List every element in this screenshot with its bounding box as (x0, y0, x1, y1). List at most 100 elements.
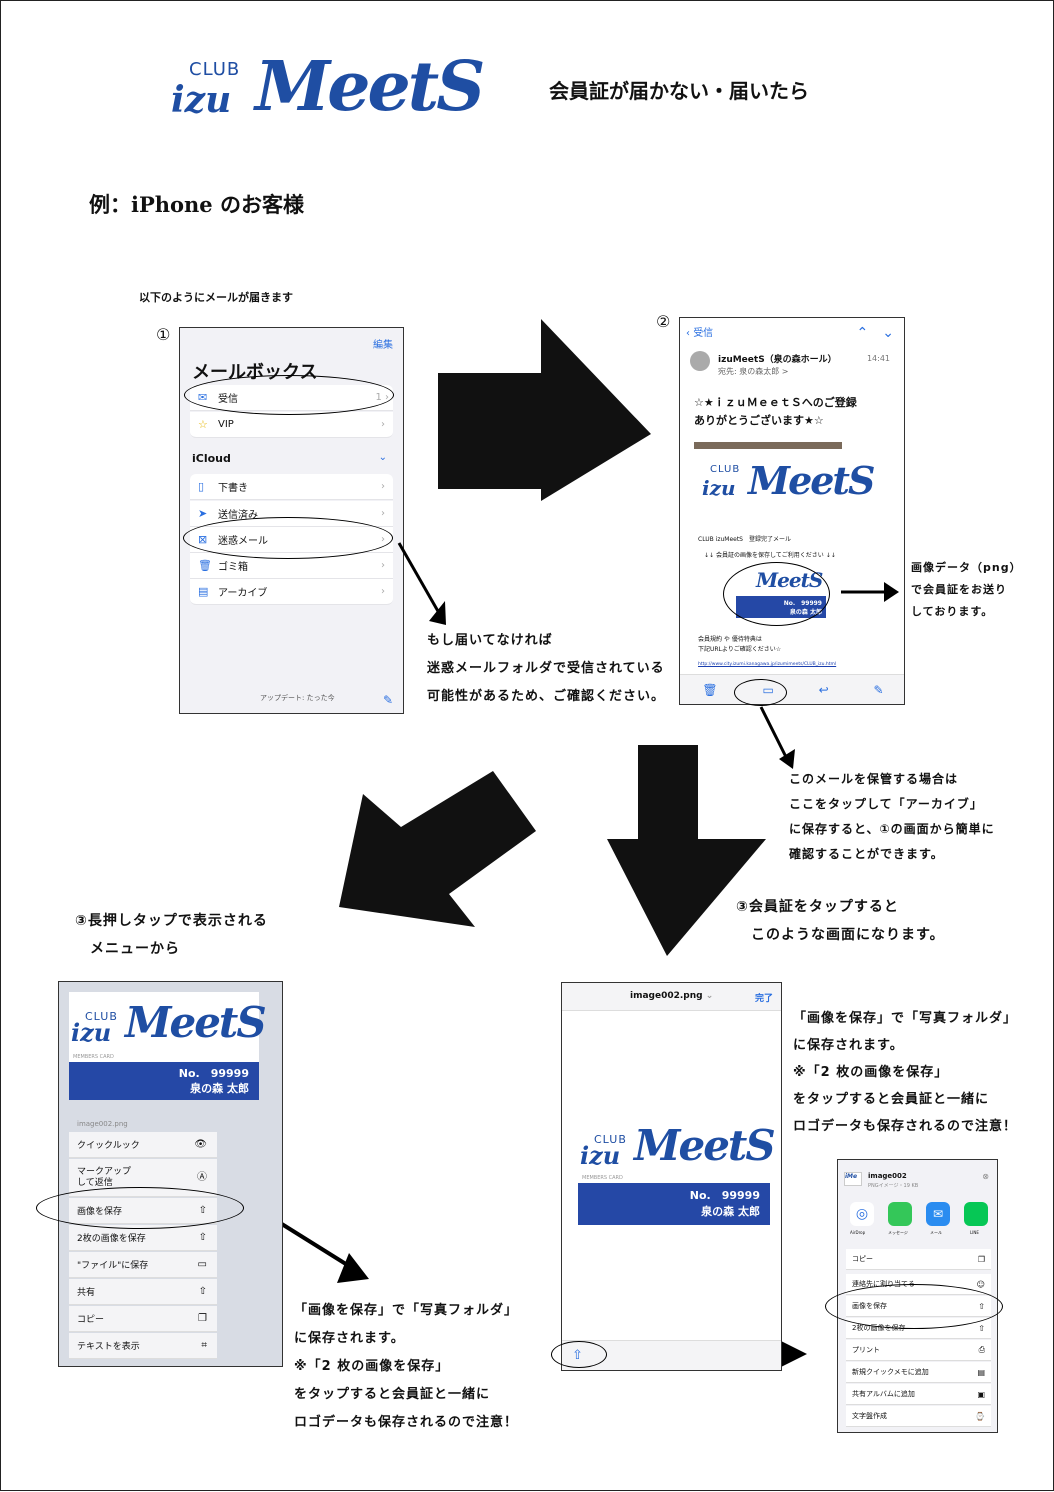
note3b-line: ③会員証をタップすると (736, 899, 899, 915)
menu-copy[interactable]: コピー❐ (69, 1306, 217, 1332)
email-logo: CLUB izu MeetS (700, 458, 875, 508)
note-png-line: しております。 (911, 605, 994, 618)
share-row-label: 共有アルバムに追加 (852, 1390, 915, 1398)
note-save-line: ロゴデータも保存されるので注意！ (294, 1415, 519, 1430)
share-quick-note[interactable]: 新規クイックメモに追加▤ (846, 1362, 991, 1383)
menu-filename: image002.png (77, 1120, 128, 1128)
messages-icon[interactable] (888, 1202, 912, 1226)
app-label: メール (930, 1230, 942, 1235)
done-button[interactable]: 完了 (754, 994, 773, 1004)
compose-icon[interactable]: ✎ (873, 682, 884, 697)
share-album[interactable]: 共有アルバムに追加 ▣ (846, 1384, 991, 1405)
note-save-line: に保存されます。 (793, 1038, 904, 1053)
edit-link[interactable]: 編集 (373, 340, 393, 351)
nav-arrows-icon[interactable]: ⌃ ⌄ (856, 325, 894, 341)
note1-line: 迷惑メールフォルダで受信されている (427, 661, 665, 676)
mailbox-archive[interactable]: ▤アーカイブ› (190, 579, 393, 605)
mail-toolbar: 🗑 ▭ ↩ ✎ (680, 674, 904, 704)
mail-body-2: ↓↓ 会員証の画像を保存してご利用ください ↓↓ (704, 552, 836, 559)
mailbox-drafts[interactable]: ▯下書き› (190, 474, 393, 500)
send-icon: ➤ (198, 507, 208, 520)
note-archive: このメールを保管する場合は ここをタップして「アーカイブ」 に保存すると、①の画… (789, 767, 995, 867)
note-tap-card: ③会員証をタップすると このような画面になります。 (736, 893, 945, 949)
chevron-right-icon: › (381, 419, 385, 430)
album-icon: ▣ (977, 1389, 985, 1399)
close-icon[interactable]: ⊗ (982, 1172, 989, 1181)
menu-save-files[interactable]: "ファイル"に保存 ▭ (69, 1252, 217, 1278)
note-longpress: ③長押しタップで表示される メニューから (75, 907, 268, 963)
viewer-filename[interactable]: image002.png ⌄ (630, 991, 713, 1001)
share-row-label: 2枚の画像を保存 (852, 1324, 906, 1332)
share-title: image002 (868, 1172, 907, 1180)
mail-body-4: 下記URLよりご確認ください☆ (698, 646, 782, 653)
note-save-line: 「画像を保存」で「写真フォルダ」 (793, 1011, 1018, 1026)
logo-club: CLUB (594, 1133, 627, 1146)
folder-icon: ▭ (197, 1259, 207, 1270)
highlight-folder (734, 679, 787, 706)
note-png-line: で会員証をお送り (911, 583, 1007, 596)
trash-icon[interactable]: 🗑 (702, 682, 718, 697)
copy-icon: ❐ (198, 1313, 207, 1324)
share-apps: ◎ ✉ AirDrop メッセージ メール LINE (846, 1200, 996, 1244)
contact-icon: ☺ (976, 1279, 985, 1289)
line-icon[interactable] (964, 1202, 988, 1226)
airdrop-icon[interactable]: ◎ (850, 1202, 874, 1226)
save-icon: ⇧ (198, 1232, 207, 1243)
menu-show-text[interactable]: テキストを表示⌗ (69, 1333, 217, 1359)
share-copy[interactable]: コピー❐ (846, 1249, 991, 1270)
menu-quicklook[interactable]: クイックルック👁 (69, 1132, 217, 1158)
menu-share[interactable]: 共有⇧ (69, 1279, 217, 1305)
markup-icon: Ⓐ (197, 1172, 207, 1183)
arrow-save-left-head (337, 1253, 369, 1283)
highlight-junk (183, 517, 393, 559)
share-thumb: iMe (844, 1172, 862, 1186)
share-watch-face[interactable]: 文字盤作成⌚ (846, 1406, 991, 1427)
logo-meets: MeetS (748, 458, 875, 503)
share-icon: ⇧ (198, 1286, 207, 1297)
sent-label: 送信済み (218, 510, 258, 521)
app-label: メッセージ (888, 1230, 908, 1235)
mail-icon[interactable]: ✉ (926, 1202, 950, 1226)
card-name: 泉の森 太郎 (190, 1082, 249, 1095)
longpress-screenshot: CLUB izu MeetS MEMBERS CARD No. 99999 泉の… (58, 981, 283, 1367)
share-row-label: プリント (852, 1346, 880, 1354)
highlight-save-left (36, 1187, 244, 1229)
logo-izu: izu (171, 79, 232, 121)
card-name: 泉の森 太郎 (701, 1205, 760, 1218)
arrow-png-head (884, 582, 899, 602)
highlight-share-button (551, 1341, 607, 1368)
app-label: AirDrop (850, 1230, 866, 1235)
mail-time: 14:41 (866, 354, 890, 363)
viewer-header (562, 983, 781, 1011)
note-archive-line: に保存すると、①の画面から簡単に (789, 822, 995, 836)
step1-number: ① (156, 325, 171, 344)
viewer-card[interactable]: CLUB izu MeetS MEMBERS CARD No. 99999 泉の… (578, 1119, 776, 1227)
reply-icon[interactable]: ↩ (818, 682, 829, 697)
note-save-line: をタップすると会員証と一緒に (294, 1387, 491, 1402)
highlight-card (723, 562, 830, 626)
logo-izu: izu (702, 476, 736, 500)
menu-label: "ファイル"に保存 (77, 1261, 149, 1271)
step2-number: ② (656, 312, 671, 331)
members-card-label: MEMBERS CARD (582, 1175, 623, 1181)
note-save-left: 「画像を保存」で「写真フォルダ」 に保存されます。 ※「2 枚の画像を保存」 を… (294, 1297, 518, 1437)
logo-meets: MeetS (125, 998, 267, 1047)
compose-icon[interactable]: ✎ (382, 693, 393, 707)
chevron-down-icon[interactable]: ⌄ (378, 452, 387, 463)
star-icon: ☆ (198, 418, 208, 431)
share-row-label: 新規クイックメモに追加 (852, 1368, 929, 1376)
sender-name: izuMeetS（泉の森ホール） (718, 355, 837, 365)
card-preview[interactable]: CLUB izu MeetS MEMBERS CARD No. 99999 泉の… (69, 992, 267, 1100)
menu-save-two[interactable]: 2枚の画像を保存 ⇧ (69, 1225, 217, 1251)
menu-label: 2枚の画像を保存 (77, 1234, 146, 1244)
chevron-right-icon: › (381, 586, 385, 597)
mail-link[interactable]: http://www.city.izumi.kanagawa.jp/izumim… (698, 662, 837, 667)
share-print[interactable]: プリント⎙ (846, 1340, 991, 1361)
back-to-inbox[interactable]: ‹ 受信 (686, 328, 714, 339)
watch-icon: ⌚ (975, 1411, 985, 1421)
mailbox-vip[interactable]: ☆VIP› (190, 412, 393, 438)
viewer-filename-text: image002.png (630, 991, 703, 1001)
